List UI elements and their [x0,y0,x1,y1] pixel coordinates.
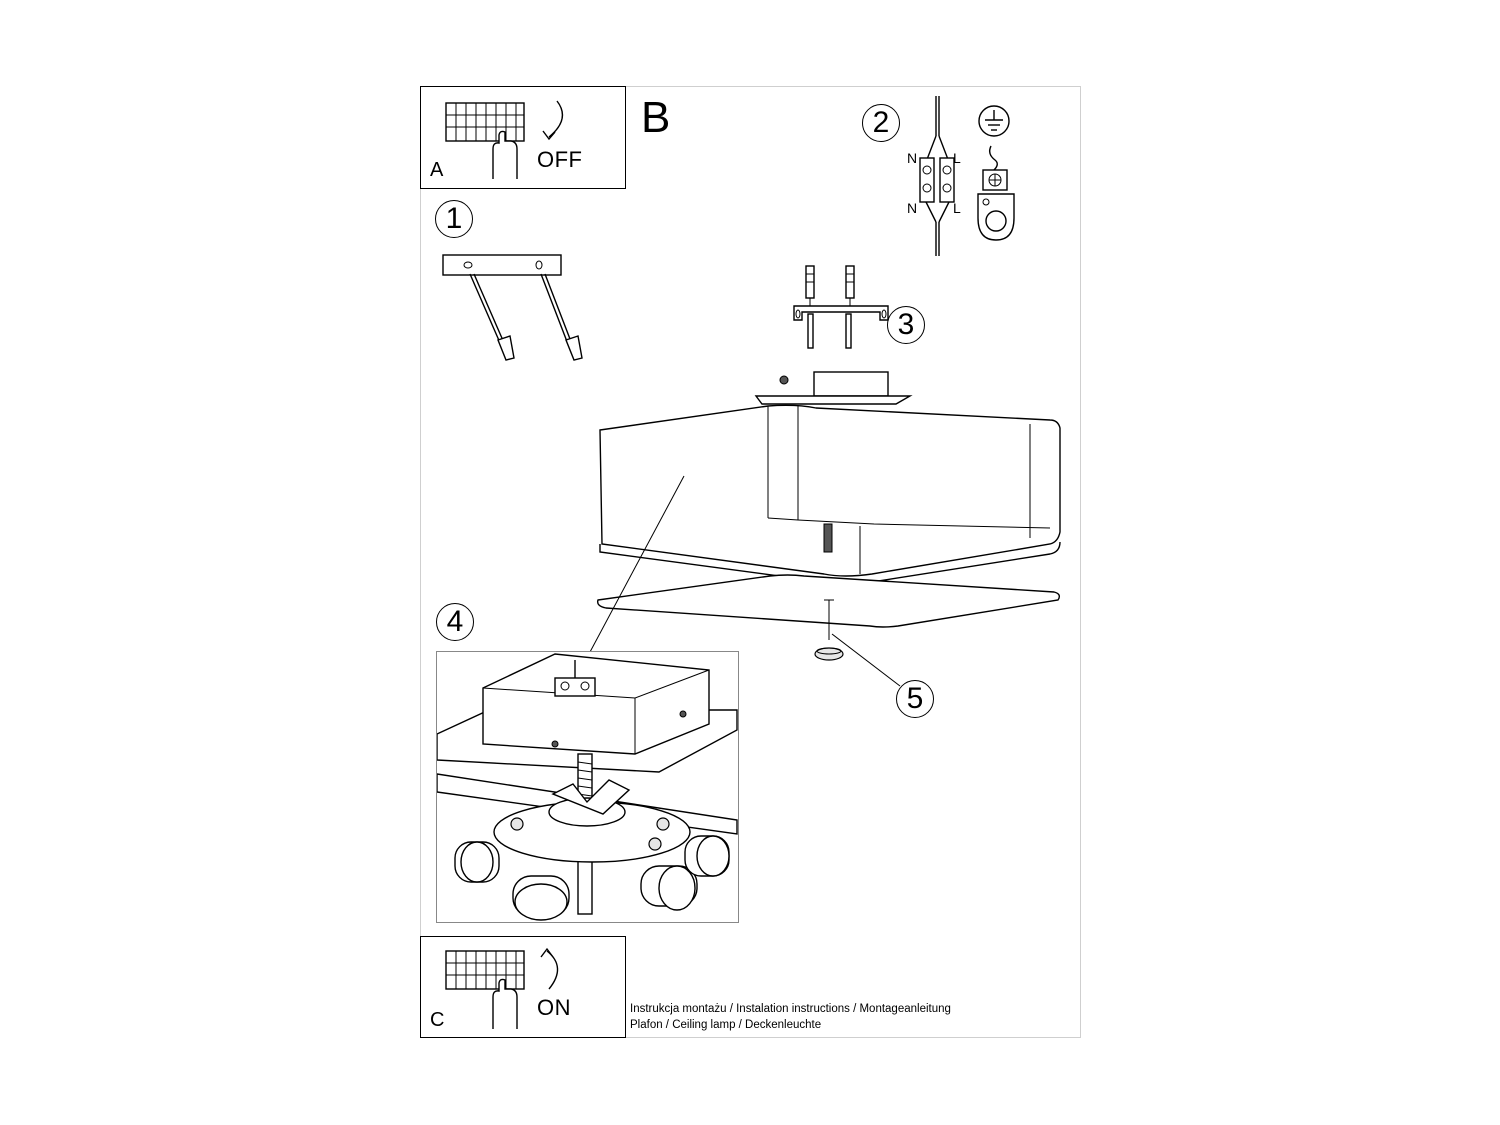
footer-product-type: Plafon / Ceiling lamp / Deckenleuchte [630,1019,822,1031]
ground-symbol-icon [977,105,1015,241]
circuit-breaker-off-icon [445,100,564,179]
wire-label-l-top: L [953,150,961,166]
step-1-marker: 1 [435,200,473,238]
panel-c-power-on: ON C [420,936,626,1038]
mounting-plate-drilling-illustration [442,254,583,361]
wire-label-n-bottom: N [907,200,918,216]
mounting-bracket-screws-illustration [793,265,889,349]
terminal-block-wiring-illustration [919,96,955,256]
shade-fastening-detail-illustration [437,653,738,921]
detail-view-4-frame [436,651,739,923]
wire-label-l-bottom: L [953,200,961,216]
step-2-marker: 2 [862,104,900,142]
off-label: OFF [537,147,583,172]
ceiling-lamp-exploded-view [589,371,1061,687]
step-3-marker: 3 [887,306,925,344]
panel-c-letter: C [430,1009,445,1031]
panel-a-letter: A [430,159,444,181]
light-sockets [454,835,730,921]
circuit-breaker-on-icon [445,947,559,1029]
footer-instructions-title: Instrukcja montażu / Instalation instruc… [630,1003,951,1015]
on-label: ON [537,995,571,1020]
panel-a-power-off: OFF A [420,86,626,189]
wall-plugs [805,265,855,299]
wire-label-n-top: N [907,150,918,166]
terminal-block-detail [554,660,596,697]
step-4-marker: 4 [436,603,474,641]
instruction-sheet [420,86,1081,1038]
section-b-letter: B [641,93,671,142]
step-5-marker: 5 [896,680,934,718]
